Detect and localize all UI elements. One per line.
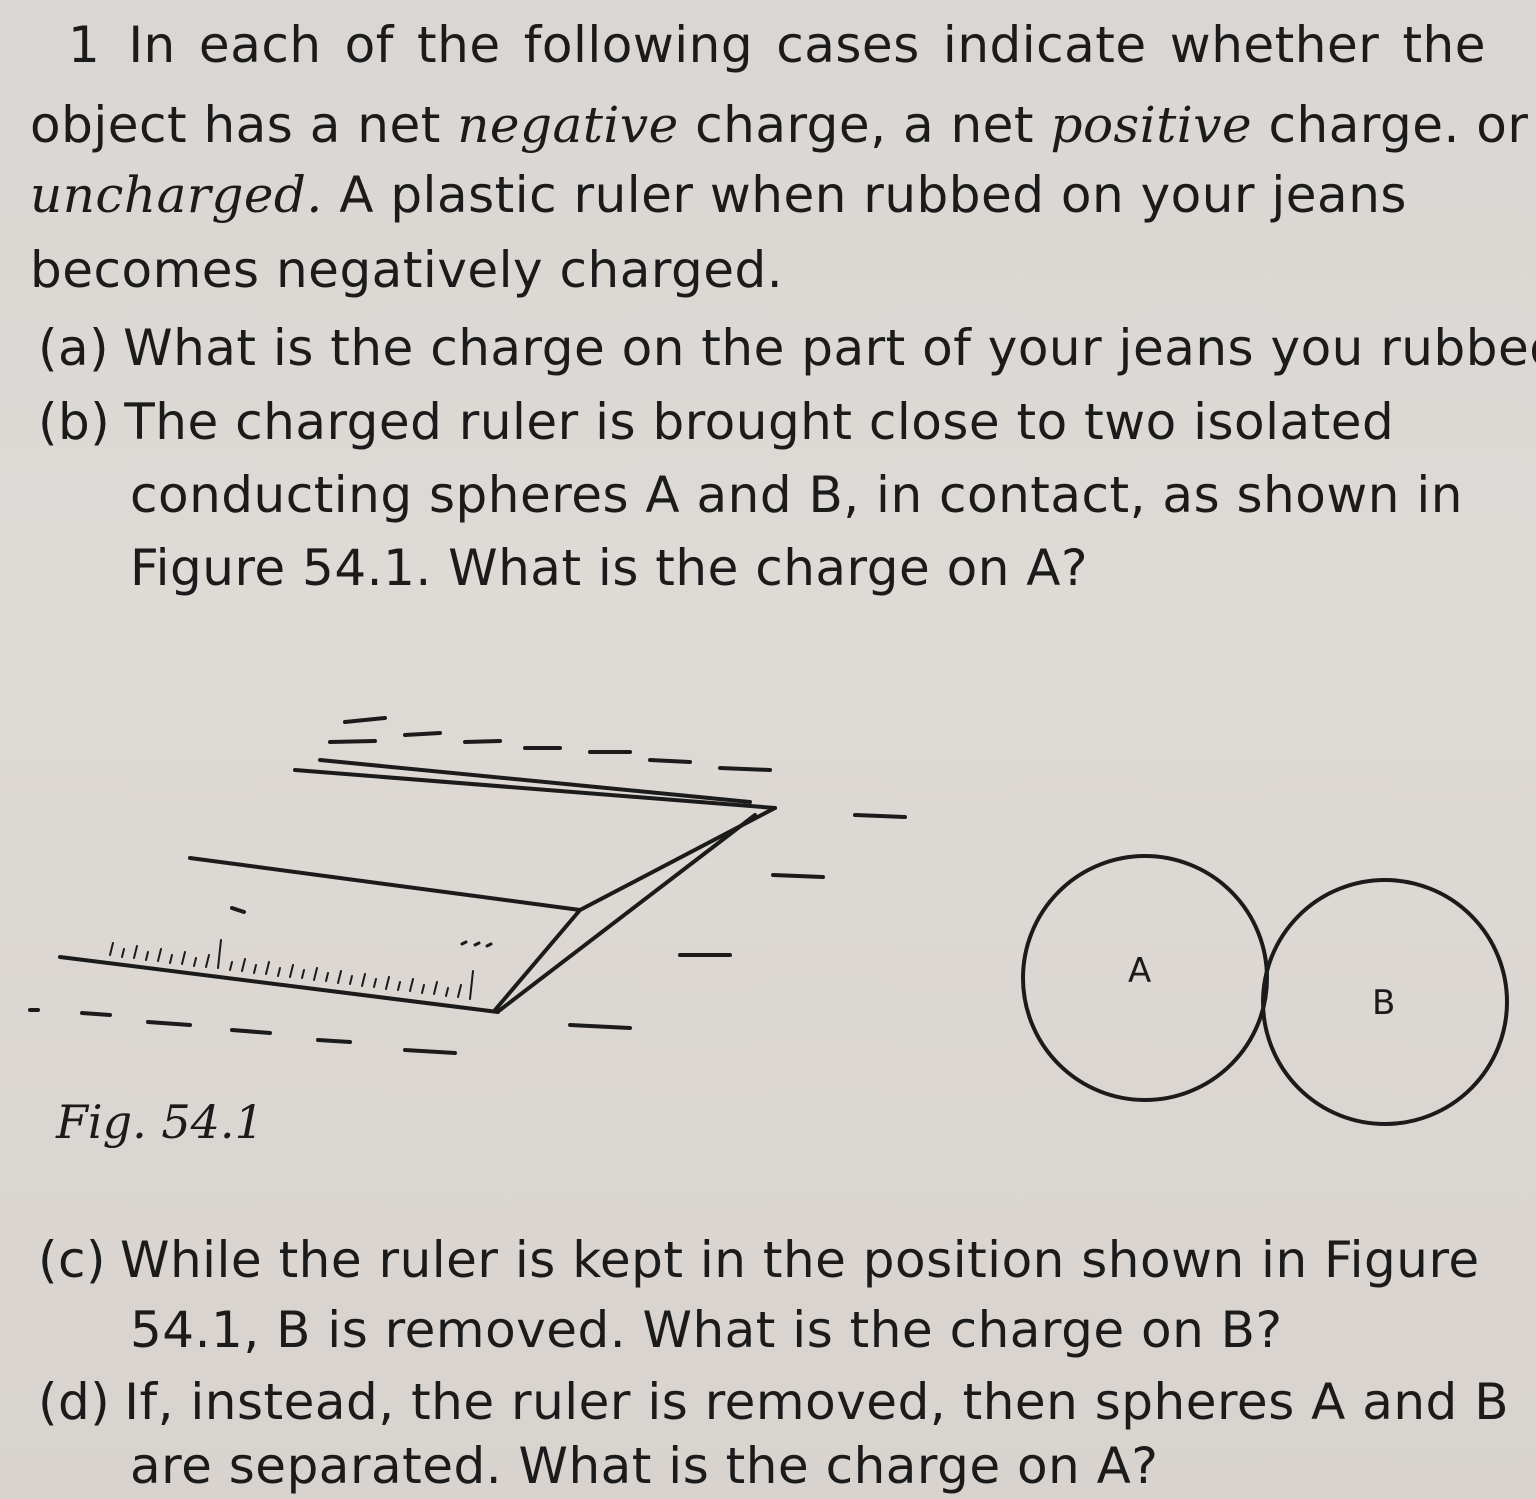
part-d-line-2: are separated. What is the charge on A?	[130, 1436, 1158, 1496]
question-intro-line-4: becomes negatively charged.	[30, 240, 783, 300]
part-c-text-2: 54.1, B is removed. What is the charge o…	[130, 1301, 1283, 1359]
ruler-bottom-charges	[28, 813, 907, 1055]
question-intro-line-1: 1 In each of the following cases indicat…	[68, 15, 1486, 75]
part-b-line-3: Figure 54.1. What is the charge on A?	[130, 538, 1088, 598]
term-uncharged: uncharged.	[30, 166, 323, 224]
figure-54-1: A B	[28, 716, 1509, 1126]
part-b-text-1: The charged ruler is brought close to tw…	[124, 393, 1395, 451]
part-c-line-2: 54.1, B is removed. What is the charge o…	[130, 1300, 1283, 1360]
part-d-text-2: are separated. What is the charge on A?	[130, 1437, 1159, 1495]
sphere-b	[1261, 878, 1509, 1126]
question-intro-line-2: object has a net negative charge, a net …	[30, 95, 1536, 155]
term-negative: negative	[457, 96, 679, 154]
ruler-top-charges	[328, 716, 772, 772]
question-intro-line-3: uncharged. A plastic ruler when rubbed o…	[30, 165, 1490, 225]
part-b-line-1: (b)The charged ruler is brought close to…	[38, 392, 1394, 452]
intro-text-2a: object has a net	[30, 96, 458, 154]
part-b-line-2: conducting spheres A and B, in contact, …	[130, 465, 1463, 525]
part-c-label: (c)	[38, 1231, 107, 1289]
question-number: 1	[68, 16, 101, 74]
part-d-text-1: If, instead, the ruler is removed, then …	[124, 1373, 1509, 1431]
part-b-label: (b)	[38, 393, 111, 451]
figure-caption: Fig. 54.1	[56, 1095, 264, 1149]
charged-ruler-drawing	[28, 716, 907, 1055]
intro-text-2c: charge. or is	[1268, 96, 1536, 154]
intro-text-2b: charge, a net	[678, 96, 1051, 154]
part-d-label: (d)	[38, 1373, 111, 1431]
conducting-spheres: A B	[1021, 854, 1509, 1126]
part-b-text-2: conducting spheres A and B, in contact, …	[130, 466, 1463, 524]
ruler-body	[58, 758, 777, 1014]
sphere-b-label: B	[1372, 983, 1395, 1023]
part-a: (a)What is the charge on the part of you…	[38, 318, 1536, 378]
part-a-text: What is the charge on the part of your j…	[123, 319, 1536, 377]
intro-text-1: In each of the following cases indicate …	[128, 16, 1486, 74]
sphere-a-label: A	[1128, 951, 1151, 991]
term-positive: positive	[1050, 96, 1253, 154]
part-b-text-3: Figure 54.1. What is the charge on A?	[130, 539, 1089, 597]
intro-text-4: becomes negatively charged.	[30, 241, 784, 299]
part-a-label: (a)	[38, 319, 110, 377]
intro-text-3b: A plastic ruler when rubbed on your jean…	[322, 166, 1407, 224]
part-c-text-1: While the ruler is kept in the position …	[120, 1231, 1480, 1289]
part-d-line-1: (d)If, instead, the ruler is removed, th…	[38, 1372, 1509, 1432]
part-c-line-1: (c)While the ruler is kept in the positi…	[38, 1230, 1480, 1290]
ruler-scale-marks	[109, 906, 493, 1000]
